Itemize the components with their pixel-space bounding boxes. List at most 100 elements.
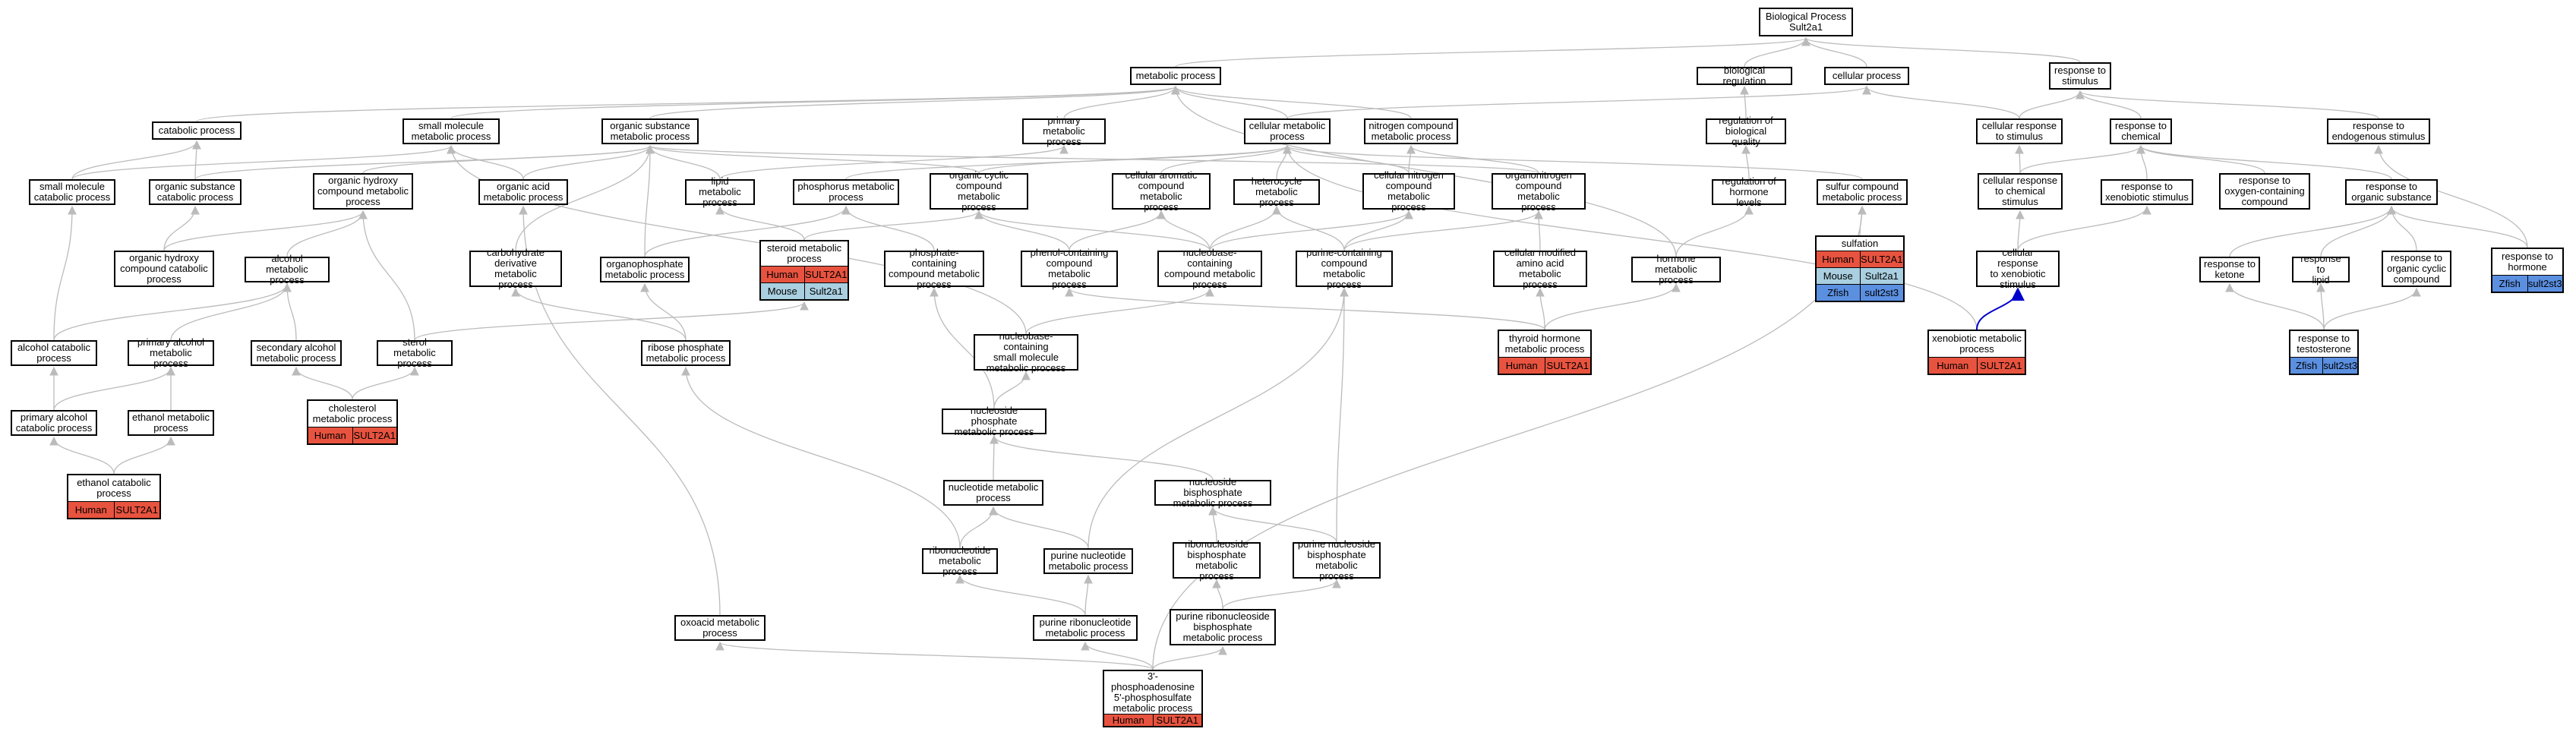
go-term-ribonucleoside-bisphosphate-metabolic-process[interactable]: ribonucleoside bisphosphate metabolic pr…	[1173, 539, 1261, 582]
go-term-organic-substance-catabolic-process[interactable]: organic substance catabolic process	[149, 179, 242, 205]
edge-reghormone-to-regbioq	[1741, 144, 1750, 180]
go-term-ethanol-metabolic-process[interactable]: ethanol metabolic process	[128, 410, 214, 436]
edge-respoxy-to-respchem	[2136, 144, 2265, 174]
go-term-nucleobase-containing-small-molecule-metabolic-process[interactable]: nucleobase-containing small molecule met…	[974, 331, 1078, 374]
species-label: Zfish	[1817, 285, 1860, 301]
edge-purinebis-to-nucbisphos	[1208, 506, 1337, 543]
go-term-ribonucleotide-metabolic-process[interactable]: ribonucleotide metabolic process	[922, 545, 998, 577]
go-term-nitrogen-compound-metabolic-process[interactable]: nitrogen compound metabolic process	[1364, 118, 1458, 144]
go-term-purine-ribonucleotide-metabolic-process[interactable]: purine ribonucleotide metabolic process	[1033, 615, 1138, 641]
go-term-organonitrogen-compound-metabolic-process[interactable]: organonitrogen compound metabolic proces…	[1492, 170, 1586, 213]
species-label: Mouse	[1817, 268, 1860, 284]
go-term-regulation-of-hormone-levels[interactable]: regulation of hormone levels	[1712, 176, 1786, 208]
go-term-response-to-stimulus[interactable]: response to stimulus	[2049, 62, 2111, 90]
edge-purinecont-to-heterocycle	[1272, 205, 1345, 251]
go-term-response-to-lipid[interactable]: response to lipid	[2292, 254, 2350, 285]
go-term-organic-cyclic-compound-metabolic-process[interactable]: organic cyclic compound metabolic proces…	[930, 170, 1028, 213]
go-term-biological-regulation[interactable]: biological regulation	[1697, 65, 1792, 87]
go-term-phosphorus-metabolic-process[interactable]: phosphorus metabolic process	[793, 179, 899, 205]
go-term-hormone-metabolic-process[interactable]: hormone metabolic process	[1631, 254, 1721, 285]
edge-nucleobase-to-cellnitro	[1209, 210, 1413, 251]
species-label: Human	[761, 267, 804, 282]
go-term-cellular-aromatic-compound-metabolic-process[interactable]: cellular aromatic compound metabolic pro…	[1112, 170, 1211, 213]
go-term-sulfur-compound-metabolic-process[interactable]: sulfur compound metabolic process	[1817, 179, 1908, 205]
go-term-cellular-metabolic-process[interactable]: cellular metabolic process	[1244, 118, 1331, 144]
edge-smcat-to-catabolic	[71, 140, 201, 180]
go-term-nucleobase-containing-compound-metabolic-process[interactable]: nucleobase-containing compound metabolic…	[1157, 248, 1262, 290]
go-term-cellular-response-to-xenobiotic-stimulus[interactable]: cellular response to xenobiotic stimulus	[1976, 248, 2060, 290]
edge-orgacid-to-smallmol	[447, 144, 524, 180]
species-label: Human	[1929, 358, 1977, 374]
edge-nucbisphos-to-nucphos	[990, 434, 1214, 481]
go-term-sterol-metabolic-process[interactable]: sterol metabolic process	[377, 337, 453, 369]
edge-resptesto-to-respketone	[2225, 282, 2325, 330]
go-term-cellular-response-to-chemical-stimulus[interactable]: cellular response to chemical stimulus	[1978, 173, 2063, 210]
go-term-nucleoside-phosphate-metabolic-process[interactable]: nucleoside phosphate metabolic process	[942, 405, 1046, 437]
edge-respstim-to-bp	[1801, 36, 2081, 63]
go-term-biological-process-sult2a1[interactable]: Biological Process Sult2a1	[1759, 8, 1853, 36]
edge-orgacid-to-organsub	[522, 144, 655, 180]
go-term-label: cholesterol metabolic process	[312, 402, 393, 424]
go-term-nucleotide-metabolic-process[interactable]: nucleotide metabolic process	[943, 480, 1043, 506]
go-term-purine-ribonucleoside-bisphosphate-metabolic-process[interactable]: purine ribonucleoside bisphosphate metab…	[1170, 609, 1276, 645]
edge-cellular-to-bp	[1801, 36, 1867, 68]
edge-ribonucleotide-to-nucleotide	[959, 506, 998, 549]
go-term-oxoacid-metabolic-process[interactable]: oxoacid metabolic process	[674, 615, 766, 641]
go-term-label: steroid metabolic process	[766, 242, 842, 264]
edge-nitrogen-to-metabolic	[1171, 85, 1412, 119]
go-term-carbohydrate-derivative-metabolic-process[interactable]: carbohydrate derivative metabolic proces…	[469, 248, 562, 290]
go-term-purine-containing-compound-metabolic-process[interactable]: purine-containing compound metabolic pro…	[1296, 248, 1393, 290]
go-term-small-molecule-metabolic-process[interactable]: small molecule metabolic process	[402, 118, 500, 144]
go-term-cellular-modified-amino-acid-metabolic-process[interactable]: cellular modified amino acid metabolic p…	[1493, 248, 1587, 290]
go-term-organic-acid-metabolic-process[interactable]: organic acid metabolic process	[478, 179, 568, 205]
go-term-3-phosphoadenosine-5-phosphosulfate-metabolic-process[interactable]: 3'-phosphoadenosine 5'-phosphosulfate me…	[1103, 670, 1203, 727]
go-term-response-to-xenobiotic-stimulus[interactable]: response to xenobiotic stimulus	[2101, 179, 2193, 205]
go-term-response-to-chemical[interactable]: response to chemical	[2110, 118, 2172, 144]
go-term-cellular-response-to-stimulus[interactable]: cellular response to stimulus	[1976, 118, 2063, 144]
go-term-cellular-process[interactable]: cellular process	[1824, 67, 1909, 85]
go-term-small-molecule-catabolic-process[interactable]: small molecule catabolic process	[29, 179, 115, 205]
go-term-organic-hydroxy-compound-metabolic-process[interactable]: organic hydroxy compound metabolic proce…	[313, 173, 413, 210]
go-term-organic-substance-metabolic-process[interactable]: organic substance metabolic process	[601, 118, 699, 144]
go-term-primary-metabolic-process[interactable]: primary metabolic process	[1022, 115, 1106, 147]
go-term-cellular-nitrogen-compound-metabolic-process[interactable]: cellular nitrogen compound metabolic pro…	[1362, 170, 1455, 213]
go-term-response-to-oxygen-containing-compound[interactable]: response to oxygen-containing compound	[2219, 173, 2310, 210]
edge-purinenucl-to-nucleotide	[989, 506, 1089, 549]
go-term-ribose-phosphate-metabolic-process[interactable]: ribose phosphate metabolic process	[641, 340, 731, 366]
go-term-response-to-organic-substance[interactable]: response to organic substance	[2345, 179, 2438, 205]
go-term-primary-alcohol-catabolic-process[interactable]: primary alcohol catabolic process	[11, 410, 97, 436]
go-term-alcohol-catabolic-process[interactable]: alcohol catabolic process	[11, 340, 97, 366]
go-term-purine-nucleotide-metabolic-process[interactable]: purine nucleotide metabolic process	[1043, 548, 1133, 574]
go-term-organophosphate-metabolic-process[interactable]: organophosphate metabolic process	[600, 257, 690, 282]
go-term-response-to-organic-cyclic-compound[interactable]: response to organic cyclic compound	[2382, 251, 2451, 287]
go-term-response-to-ketone[interactable]: response to ketone	[2199, 257, 2260, 282]
go-term-nucleoside-bisphosphate-metabolic-process[interactable]: nucleoside bisphosphate metabolic proces…	[1154, 477, 1271, 509]
go-term-lipid-metabolic-process[interactable]: lipid metabolic process	[685, 176, 755, 208]
go-term-metabolic-process[interactable]: metabolic process	[1130, 67, 1221, 85]
edge-alccat-to-smcat	[53, 205, 77, 341]
go-term-alcohol-metabolic-process[interactable]: alcohol metabolic process	[245, 254, 330, 285]
edge-steroid-to-orgcyclic	[803, 210, 983, 241]
go-term-heterocycle-metabolic-process[interactable]: heterocycle metabolic process	[1233, 176, 1320, 208]
go-term-purine-nucleoside-bisphosphate-metabolic-process[interactable]: purine nucleoside bisphosphate metabolic…	[1293, 539, 1381, 582]
go-term-phosphate-containing-compound-metabolic-process[interactable]: phosphate-containing compound metabolic …	[884, 248, 984, 290]
go-term-secondary-alcohol-metabolic-process[interactable]: secondary alcohol metabolic process	[251, 340, 342, 366]
go-term-regulation-of-biological-quality[interactable]: regulation of biological quality	[1706, 115, 1786, 147]
go-term-primary-alcohol-metabolic-process[interactable]: primary alcohol metabolic process	[128, 337, 214, 369]
go-term-organic-hydroxy-compound-catabolic-process[interactable]: organic hydroxy compound catabolic proce…	[114, 251, 214, 287]
go-term-phenol-containing-compound-metabolic-process[interactable]: phenol-containing compound metabolic pro…	[1021, 248, 1118, 290]
go-term-catabolic-process[interactable]: catabolic process	[152, 121, 242, 140]
edge-respketone-to-resporg	[2229, 205, 2396, 257]
go-term-response-to-endogenous-stimulus[interactable]: response to endogenous stimulus	[2327, 118, 2430, 144]
